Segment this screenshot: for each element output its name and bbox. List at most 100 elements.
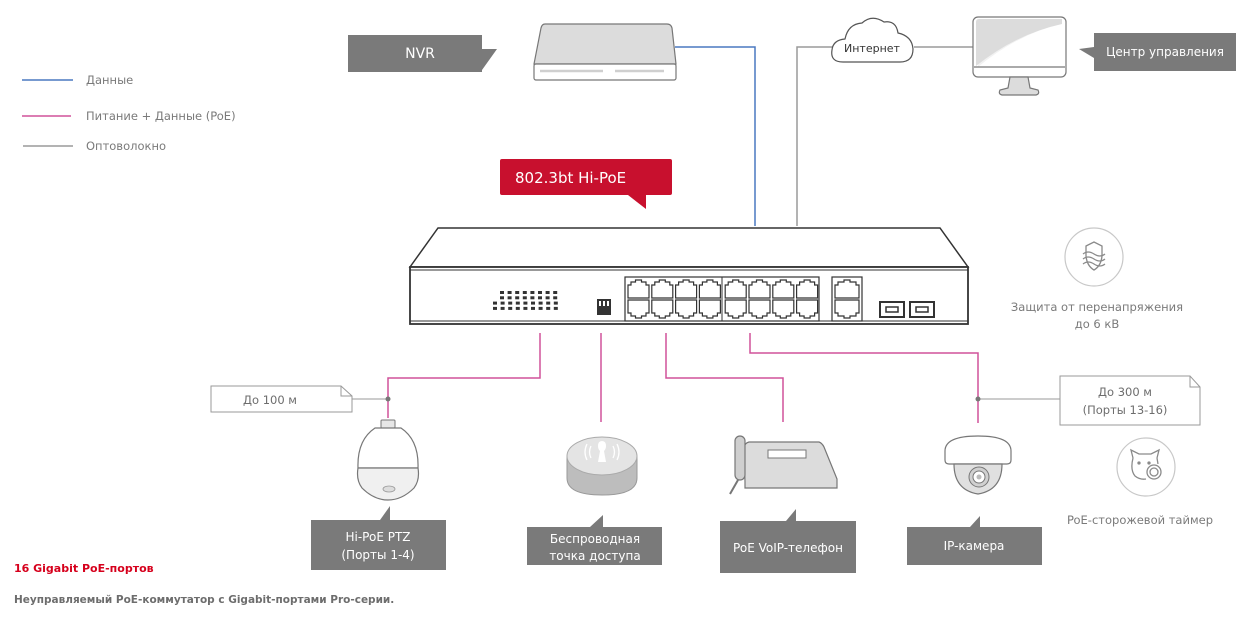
poe-port[interactable] xyxy=(627,299,650,319)
led-dot xyxy=(553,301,558,305)
access-point-icon[interactable] xyxy=(566,436,638,496)
led-dot xyxy=(500,306,505,310)
poe-port[interactable] xyxy=(796,299,819,319)
hi-poe-badge-tail xyxy=(628,195,646,209)
led-dot xyxy=(493,306,497,310)
legend-label-data: Данные xyxy=(86,73,133,87)
poe-port-block xyxy=(624,276,820,322)
hi-poe-badge: 802.3bt Hi-PoE xyxy=(500,159,672,209)
dome-camera-icon[interactable] xyxy=(944,435,1012,495)
ptz-label-line2: (Порты 1-4) xyxy=(341,548,414,562)
led-dot xyxy=(538,301,543,305)
poe-line-phone xyxy=(665,333,784,422)
led-dot xyxy=(507,291,512,294)
led-dot xyxy=(500,301,505,305)
uplink-port-block xyxy=(831,276,863,322)
led-dot xyxy=(515,296,520,300)
uplink-port[interactable] xyxy=(834,279,860,299)
nvr-callout: NVR xyxy=(348,35,497,72)
poe-port[interactable] xyxy=(724,299,747,319)
junction-dot-left xyxy=(385,396,391,402)
control-center-label: Центр управления xyxy=(1106,45,1224,59)
poe-port[interactable] xyxy=(627,279,650,299)
sfp-ports xyxy=(879,301,935,318)
nvr-label: NVR xyxy=(405,46,435,62)
monitor-icon[interactable] xyxy=(972,16,1067,96)
led-dot xyxy=(546,306,551,310)
voip-phone-label: PoE VoIP-телефон xyxy=(733,541,843,555)
led-dot xyxy=(508,301,513,305)
distance-note-right: До 300 м (Порты 13-16) xyxy=(1059,375,1201,426)
led-dot xyxy=(553,296,558,300)
poe-port[interactable] xyxy=(698,299,721,319)
line-internet xyxy=(796,46,833,226)
led-dot xyxy=(500,296,504,300)
ptz-callout: Hi-PoE PTZ (Порты 1-4) xyxy=(311,506,446,570)
voip-phone-callout: PoE VoIP-телефон xyxy=(720,509,856,573)
led-dot xyxy=(545,291,550,294)
footer-description: Неуправляемый PoE-коммутатор с Gigabit-п… xyxy=(14,594,394,606)
watchdog-dog-icon xyxy=(1130,448,1162,480)
led-dot xyxy=(507,296,512,300)
poe-port[interactable] xyxy=(675,279,698,299)
internet-label: Интернет xyxy=(844,42,901,55)
access-point-label-line1: Беспроводная xyxy=(550,532,640,546)
led-dot xyxy=(522,291,527,294)
control-center-callout-bg xyxy=(1079,33,1236,71)
watchdog-label: PoE-сторожевой таймер xyxy=(1067,513,1213,527)
legend-item-data: Данные xyxy=(22,73,133,87)
led-dot xyxy=(530,296,535,300)
poe-port[interactable] xyxy=(724,279,747,299)
led-dot xyxy=(538,291,542,294)
led-dot xyxy=(500,291,504,294)
dip-switch[interactable] xyxy=(597,299,611,315)
internet-cloud[interactable]: Интернет xyxy=(831,17,914,63)
poe-port[interactable] xyxy=(748,279,771,299)
poe-port[interactable] xyxy=(796,279,819,299)
switch-top xyxy=(408,227,970,268)
nvr-device-icon[interactable] xyxy=(533,23,677,81)
watchdog-feature: PoE-сторожевой таймер xyxy=(1067,437,1213,527)
uplink-port[interactable] xyxy=(834,299,860,319)
surge-protection-line2: до 6 кВ xyxy=(1075,317,1120,331)
ptz-camera-icon[interactable] xyxy=(356,419,420,501)
led-dot xyxy=(522,296,527,300)
led-dot xyxy=(553,291,558,294)
surge-protection-line1: Защита от перенапряжения xyxy=(1011,300,1183,314)
poe-port[interactable] xyxy=(698,279,721,299)
poe-port[interactable] xyxy=(772,299,795,319)
hi-poe-badge-bg xyxy=(500,159,672,195)
control-center-callout: Центр управления xyxy=(1079,33,1236,71)
led-dot xyxy=(523,301,528,305)
hi-poe-badge-label: 802.3bt Hi-PoE xyxy=(515,169,626,187)
poe-port[interactable] xyxy=(748,299,771,319)
led-dot xyxy=(523,306,528,310)
legend-item-poe: Питание + Данные (PoE) xyxy=(22,109,236,123)
data-line-nvr xyxy=(675,46,756,226)
led-dot xyxy=(531,306,535,310)
led-dot xyxy=(508,306,513,310)
distance-note-left: До 100 м xyxy=(210,385,353,413)
led-dot xyxy=(538,296,542,300)
voip-phone-icon[interactable] xyxy=(729,435,838,495)
poe-port[interactable] xyxy=(651,279,674,299)
led-dot xyxy=(515,301,520,305)
nvr-callout-bg xyxy=(348,35,497,72)
legend-item-fiber: Оптоволокно xyxy=(23,139,166,153)
cloud-icon xyxy=(831,17,914,63)
poe-port[interactable] xyxy=(772,279,795,299)
led-indicator-matrix xyxy=(493,291,558,310)
led-dot xyxy=(553,306,558,310)
led-dot xyxy=(546,301,551,305)
poe-line-ipcam xyxy=(749,333,979,423)
junction-dot-right xyxy=(975,396,981,402)
legend-label-poe: Питание + Данные (PoE) xyxy=(86,109,236,123)
ptz-label-line1: Hi-PoE PTZ xyxy=(345,530,410,544)
ip-camera-label: IP-камера xyxy=(944,539,1005,553)
poe-switch[interactable] xyxy=(408,227,970,325)
poe-port[interactable] xyxy=(651,299,674,319)
poe-port[interactable] xyxy=(675,299,698,319)
footer-title: 16 Gigabit PoE-портов xyxy=(14,562,154,575)
led-dot xyxy=(493,301,497,305)
